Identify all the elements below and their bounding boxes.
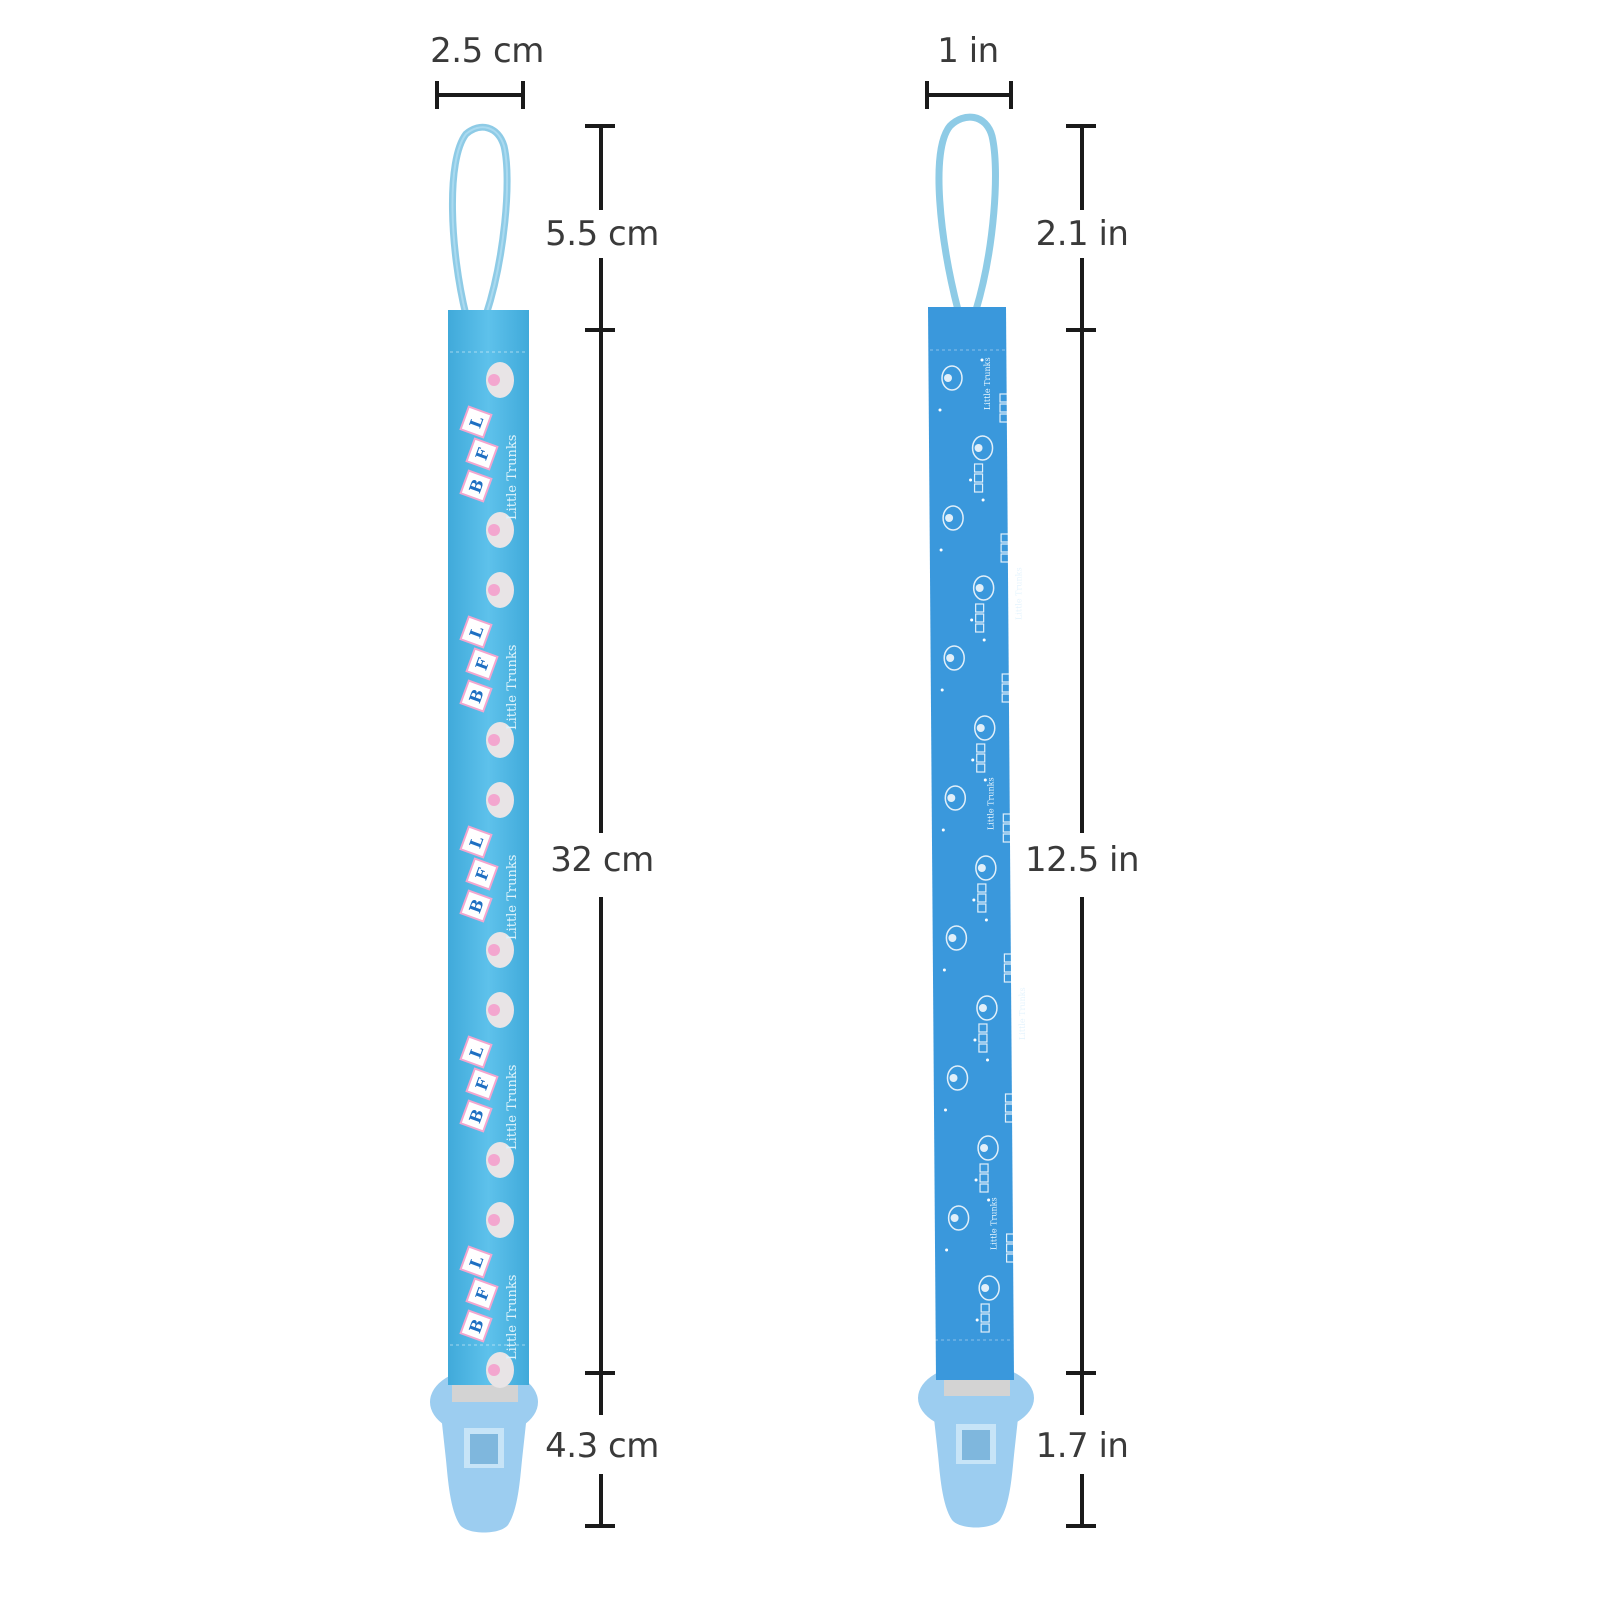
ribbon-print-text: Little Trunks — [505, 435, 520, 520]
metric-clip-length-label: 4.3 cm — [545, 1426, 659, 1466]
letter-block-icon: L — [459, 405, 493, 439]
letter-block-icon: F — [465, 647, 499, 681]
clip-icon — [430, 1368, 538, 1533]
ribbon-print-text: Little Trunks — [505, 855, 520, 940]
metric-loop-length-label: 5.5 cm — [545, 214, 659, 254]
elephant-icon — [486, 992, 514, 1028]
letter-block-icon: B — [459, 469, 493, 503]
metric-width-label: 2.5 cm — [430, 31, 544, 71]
elephant-icon — [944, 785, 967, 811]
elephant-icon — [486, 722, 514, 758]
svg-text:B: B — [465, 897, 487, 916]
imperial-clip-length-label: 1.7 in — [1035, 1426, 1129, 1466]
elephant-icon — [946, 1065, 969, 1091]
elephant-icon — [941, 365, 963, 391]
letter-block-icon: L — [459, 615, 493, 649]
ribbon — [928, 307, 1014, 1380]
clip-icon — [918, 1364, 1034, 1528]
elephant-icon — [978, 1275, 1000, 1301]
letter-block-icon — [978, 1023, 988, 1053]
elephant-icon — [486, 1142, 514, 1178]
letter-block-icon — [999, 393, 1009, 423]
ribbon-print-text: Little Trunks — [986, 777, 995, 830]
letter-block-icon — [1000, 533, 1010, 563]
elephant-icon — [943, 645, 965, 671]
letter-block-icon: B — [459, 1099, 493, 1133]
elephant-icon — [486, 1202, 514, 1238]
ribbon-print-text: Little Trunks — [505, 1065, 520, 1150]
letter-block-icon: F — [465, 857, 499, 891]
letter-block-icon — [979, 1163, 989, 1193]
svg-text:B: B — [465, 687, 487, 706]
letter-block-icon — [975, 603, 985, 633]
letter-block-icon — [1001, 673, 1011, 703]
letter-block-icon — [1002, 813, 1012, 843]
letter-block-icon — [973, 463, 984, 493]
elephant-icon — [975, 855, 997, 881]
letter-block-icon: L — [459, 1035, 493, 1069]
letter-block-icon: F — [465, 437, 499, 471]
elephant-icon — [486, 572, 514, 608]
elephant-icon — [972, 575, 995, 601]
letter-block-icon — [1004, 1093, 1015, 1123]
imperial-width-label: 1 in — [937, 31, 999, 71]
letter-block-icon: L — [459, 825, 493, 859]
metric-ribbon-length-label: 32 cm — [550, 840, 654, 880]
elephant-icon — [971, 435, 994, 461]
letter-block-icon — [1005, 1233, 1016, 1263]
elephant-icon — [486, 1352, 514, 1388]
elephant-icon — [942, 505, 964, 531]
letter-block-icon — [1003, 953, 1014, 983]
letter-block-icon — [976, 743, 986, 773]
letter-block-icon — [980, 1303, 990, 1333]
svg-text:B: B — [465, 1107, 487, 1126]
elephant-icon — [486, 782, 514, 818]
ribbon-print-text: Little Trunks — [505, 1275, 520, 1360]
ribbon-print-text: Little Trunks — [1018, 987, 1027, 1040]
elephant-icon — [974, 715, 996, 741]
elephant-icon — [486, 512, 514, 548]
ribbon-print-text: Little Trunks — [990, 1197, 999, 1250]
imperial-loop-length-label: 2.1 in — [1035, 214, 1129, 254]
letter-block-icon: B — [459, 889, 493, 923]
elephant-icon — [977, 1135, 999, 1161]
elephant-icon — [945, 925, 968, 951]
elephant-icon — [486, 362, 514, 398]
svg-text:B: B — [465, 1317, 487, 1336]
letter-block-icon — [977, 883, 987, 913]
letter-block-icon: L — [459, 1245, 493, 1279]
imperial-ribbon-length-label: 12.5 in — [1024, 840, 1140, 880]
svg-text:B: B — [465, 477, 487, 496]
letter-block-icon: B — [459, 679, 493, 713]
elephant-icon — [976, 995, 998, 1021]
ribbon-print-text: Little Trunks — [505, 645, 520, 730]
letter-block-icon: F — [465, 1067, 499, 1101]
ribbon-print-text: Little Trunks — [983, 357, 992, 410]
letter-block-icon: B — [459, 1309, 493, 1343]
elephant-icon — [486, 932, 514, 968]
hanging-loop-cord — [935, 113, 999, 314]
elephant-icon — [947, 1205, 970, 1231]
ribbon-print-text: Little Trunks — [1015, 567, 1024, 620]
letter-block-icon: F — [465, 1277, 499, 1311]
